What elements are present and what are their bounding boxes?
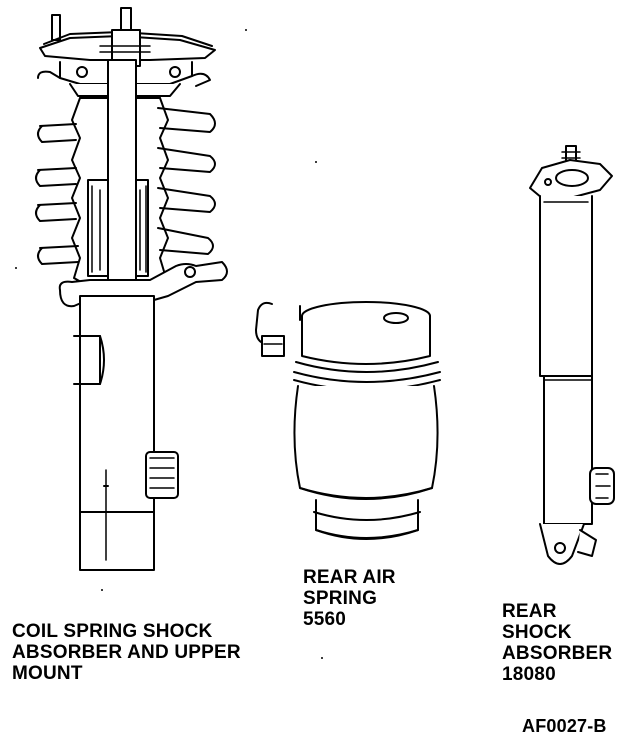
rear-shock-absorber-label-line: REAR: [502, 601, 557, 622]
rear-air-spring-label: REAR AIR SPRING 5560: [303, 567, 396, 630]
coil-spring-strut: [35, 7, 228, 571]
coil-spring-shock-label-line: ABSORBER AND UPPER: [12, 642, 241, 663]
rear-shock-absorber-label-line: SHOCK: [502, 622, 572, 643]
rear-air-spring-label-line: REAR AIR: [303, 567, 396, 588]
rear-air-spring-label-line: SPRING: [303, 588, 378, 609]
strut-body: [73, 295, 179, 571]
coil-spring-shock-label-line: MOUNT: [12, 663, 83, 684]
piston-rod: [107, 59, 137, 281]
coil-spring: [35, 107, 216, 265]
rear-air-spring-part-number: 5560: [303, 609, 347, 630]
rear-shock-absorber-part-number: 18080: [502, 664, 556, 685]
rear-shock-absorber: [529, 145, 615, 565]
rear-shock-absorber-label-line: ABSORBER: [502, 643, 613, 664]
rear-shock-absorber-label: REAR SHOCK ABSORBER 18080: [502, 601, 612, 685]
coil-spring-shock-label: COIL SPRING SHOCK ABSORBER AND UPPER MOU…: [12, 621, 241, 684]
scan-specks: [15, 29, 323, 659]
rear-air-spring: [255, 301, 441, 540]
figure-id: AF0027-B: [522, 716, 607, 736]
coil-spring-shock-label-line: COIL SPRING SHOCK: [12, 621, 213, 642]
